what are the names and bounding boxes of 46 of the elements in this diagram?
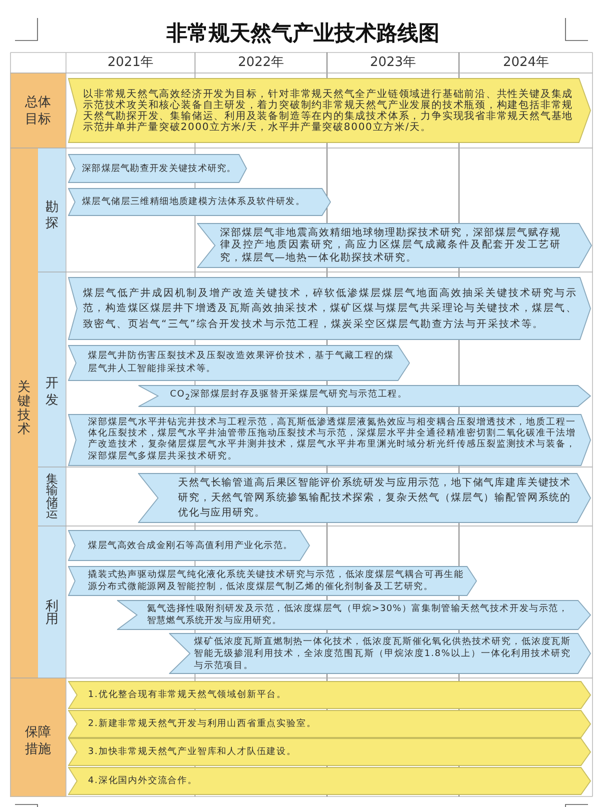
- banner-text: 深部煤层气勘查开发关键技术研究。: [82, 162, 238, 174]
- chevron-banner: [68, 566, 477, 596]
- title: 非常规天然气产业技术路线图: [166, 20, 440, 46]
- chevron-banner: [68, 530, 310, 561]
- chevron-banner: [68, 710, 591, 738]
- banner-text: 煤层气储层三维精细地质建模方法体系及软件研发。: [82, 196, 306, 208]
- chevron-banner: [138, 473, 591, 523]
- row-header-cell: 总体目标: [10, 73, 66, 148]
- chevron-banner: [117, 600, 591, 630]
- year-label: 2021年: [107, 54, 154, 70]
- banner-text: 以非常规天然气高效经济开发为目标，针对非常规天然气全产业链领域进行基础前沿、共性关键及集成示范技术攻关和核心装备自主研发，着力突破制约非常规天然气产业发展的技术瓶颈，构建包括非常规天然气勘探开发、集输储运、利用及装备制造等在内的集成技术体系，力争实现我省非常规天然气基地示范井单井产量突破2000立方米/天，水平井产量突破8000立方米/天。: [83, 88, 573, 132]
- banner-text: 氦气选择性吸附剂研发及示范，低浓度煤层气（甲烷>30%）富集制管输天然气技术开发与示范，智慧燃气系统开发与应用研究。: [147, 603, 568, 627]
- banner-text: 撬装式热声驱动煤层气纯化液化系统关键技术研究与示范，低浓度煤层气耦合可再生能源分布式微能源网及智能控制，低浓度煤层气制乙烯的催化剂制备及工艺研究。: [88, 569, 464, 593]
- banner-text: 煤层气井防伤害压裂技术及压裂改造效果评价技术，基于气藏工程的煤层气井人工智能排采技术等。: [88, 350, 394, 376]
- chevron-banner: [68, 345, 410, 381]
- year-label: 2023年: [370, 54, 416, 70]
- banner-text: 煤层气低产井成因机制及增产改造关键技术，碎软低渗煤层煤层气地面高效抽采关键技术研究与示范，构造煤区煤层井下增透及瓦斯高效抽采技术，煤矿区煤与煤层气共采理论与关键技术，煤层气、致密气、页岩气“三气”综合开发技术与示范工程，煤炭采空区煤层气勘查方法与开采技术等。: [83, 286, 577, 332]
- chevron-banner: [68, 414, 591, 466]
- chevron-banner: [68, 188, 331, 216]
- row-header-cell: 利用: [38, 526, 66, 678]
- banner-text: 煤层气高效合成金刚石等高值利用产业化示范。: [88, 540, 294, 552]
- banner-text: CO$_{2}$深部煤层封存及驱替开采煤层气研究与示范工程。: [170, 388, 408, 404]
- row-header-cell: 关键技术: [10, 148, 38, 678]
- chevron-banner: [68, 277, 591, 340]
- row-header-cell: 勘探: [38, 148, 66, 272]
- row-header-cell: 开发: [38, 272, 66, 467]
- banner-text: 深部煤层气非地震高效精细地球物理勘探技术研究，深部煤层气赋存规律及控产地质因素研究，高应力区煤层气成藏条件及配套开发工艺研究，煤层气—地热一体化勘探技术研究。: [220, 226, 561, 264]
- banner-text: 1.优化整合现有非常规天然气领域创新平台。: [88, 689, 288, 701]
- chevron-banner: [197, 223, 592, 268]
- banner-text: 3.加快非常规天然气产业智库和人才队伍建设。: [88, 746, 298, 758]
- banner-text: 4.深化国内外交流合作。: [88, 774, 198, 786]
- chevron-banner: [68, 154, 247, 183]
- chevron-banner: [169, 633, 591, 674]
- row-header-cell: 保障措施: [10, 678, 66, 797]
- chevron-banner: [68, 681, 591, 709]
- banner-text: 煤矿低浓度瓦斯直燃制热一体化技术，低浓度瓦斯催化氧化供热技术研究，低浓度瓦斯智能无级掺混利用技术，全浓度范围瓦斯（甲烷浓度1.8%以上）一体化利用技术研究与示范项目。: [194, 636, 571, 672]
- year-label: 2024年: [502, 54, 550, 70]
- year-label: 2022年: [238, 54, 284, 70]
- banner-text: 天然气长输管道高后果区智能评价系统研发与应用示范，地下储气库建库关键技术研究，天然气管网系统掺氢输配技术探索，复杂天然气（煤层气）输配管网系统的优化与应用研究。: [178, 476, 571, 520]
- chevron-banner: [68, 766, 591, 794]
- row-header-cell: 集输储运: [38, 467, 66, 526]
- chevron-banner: [68, 738, 591, 766]
- banner-text: 深部煤层气水平井钻完井技术与工程示范，高瓦斯低渗透煤层液氮热效应与相变耦合压裂增透技术，地质工程一体化压裂技术，煤层气水平井油管带压拖动压裂技术与示范，深煤层水平井全通径精准密切割二氧化碳准干法增产改造技术，复杂储层煤层气水平井测井技术，煤层气水平井布里渊光时域分析光纤传感压裂监测技术与装备，深部煤层气多煤层共采技术研究。: [88, 418, 576, 462]
- chevron-banner: [68, 78, 591, 143]
- chevron-banner: [138, 385, 591, 407]
- banner-text: 2.新建非常规天然气开发与利用山西省重点实验室。: [88, 718, 318, 730]
